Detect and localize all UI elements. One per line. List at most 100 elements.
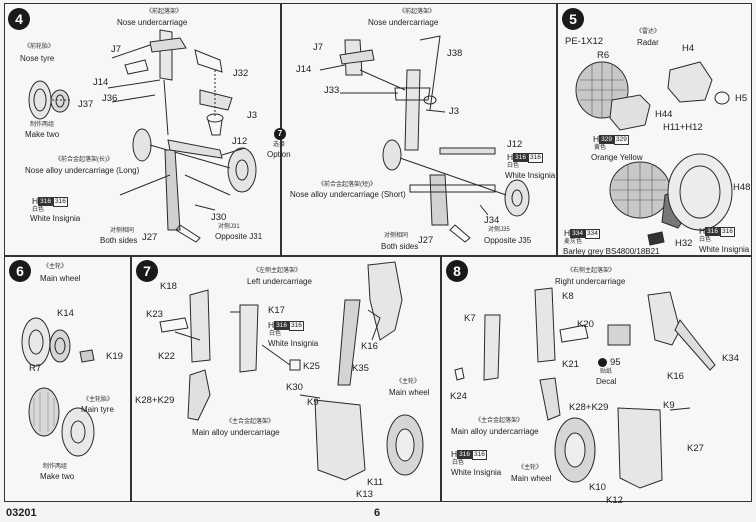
- both-sides-zh-4b: 对侧相同: [384, 233, 409, 239]
- kit-code: 03201: [6, 507, 37, 519]
- step4-title: Nose undercarriage: [117, 18, 188, 27]
- option-badge: 7: [274, 128, 286, 140]
- alloy-long-zh: 《前合金起落架(长)》: [55, 157, 113, 163]
- paint-white-zh-4b: 白色: [507, 163, 520, 169]
- opposite-j35-zh: 对侧J35: [488, 227, 510, 233]
- part-K23: K23: [146, 309, 163, 320]
- paint-white-label: White Insignia: [30, 214, 81, 223]
- part-PE-1X12: PE-1X12: [565, 36, 604, 47]
- part-J37: J37: [78, 99, 94, 110]
- both-sides-label: Both sides: [100, 236, 138, 245]
- paint-white-label-8: White Insignia: [451, 468, 502, 477]
- make-two-zh-6: 制作两组: [43, 464, 68, 470]
- part-J14: J14: [93, 77, 109, 88]
- part-H4: H4: [682, 43, 695, 54]
- option-zh: 选择: [273, 142, 286, 148]
- paint-white-label-4b: White Insignia: [505, 171, 556, 180]
- part-K28-K29-8: K28+K29: [569, 402, 609, 413]
- step4b-title: Nose undercarriage: [368, 18, 439, 27]
- main-wheel-label-7: Main wheel: [389, 388, 430, 397]
- step4b-title-zh: 《前起落架》: [399, 9, 436, 15]
- part-K16: K16: [361, 341, 378, 352]
- decal-number: 95: [610, 357, 621, 368]
- part-J32: J32: [233, 68, 249, 79]
- part-J7-4b: J7: [313, 42, 324, 53]
- part-J30: J30: [211, 212, 227, 223]
- decal-zh: 贴纸: [600, 369, 613, 375]
- paint-white-zh-8: 白色: [452, 460, 465, 466]
- make-two-zh: 制作两组: [30, 122, 55, 128]
- part-K11: K11: [367, 477, 384, 488]
- page-number: 6: [374, 507, 381, 519]
- main-tyre-zh: 《主轮胎》: [83, 397, 114, 403]
- part-K20: K20: [577, 319, 594, 330]
- part-K24: K24: [450, 391, 467, 402]
- part-H44: H44: [655, 109, 673, 120]
- alloy-short-label: Nose alloy undercarriage (Short): [290, 190, 406, 199]
- make-two-label: Make two: [25, 130, 60, 139]
- part-K13: K13: [356, 489, 373, 500]
- nose-alloy-long-drawing: [119, 128, 257, 243]
- part-K14: K14: [57, 308, 74, 319]
- part-K16-8: K16: [667, 371, 684, 382]
- part-R6: R6: [597, 50, 610, 61]
- main-wheel-drawing: [21, 317, 95, 457]
- part-K27: K27: [687, 443, 704, 454]
- opposite-j35-label: Opposite J35: [484, 236, 532, 245]
- part-J36: J36: [102, 93, 118, 104]
- step-8-badge: 8: [446, 260, 468, 282]
- left-undercarriage-drawing: [159, 261, 424, 481]
- part-J33: J33: [324, 85, 340, 96]
- opposite-j31-label: Opposite J31: [215, 232, 263, 241]
- decal-icon: [598, 358, 607, 367]
- step6-panel: [4, 256, 131, 502]
- right-uc-label: Right undercarriage: [555, 277, 626, 286]
- paint-white-zh-5: 白色: [699, 237, 712, 243]
- part-K22: K22: [158, 351, 175, 362]
- alloy-main-label: Main alloy undercarriage: [192, 428, 280, 437]
- radar-zh: 《雷达》: [636, 29, 661, 35]
- part-J27-4b: J27: [418, 235, 434, 246]
- part-K30: K30: [286, 382, 303, 393]
- step-5-badge: 5: [562, 8, 584, 30]
- radar-label: Radar: [637, 38, 659, 47]
- paint-orange-zh: 黄色: [594, 145, 607, 151]
- right-undercarriage-drawing: [454, 287, 716, 489]
- part-J38: J38: [447, 48, 463, 59]
- paint-barley-zh: 麦灰色: [564, 239, 583, 245]
- both-sides-label-4b: Both sides: [381, 242, 419, 251]
- left-uc-zh: 《左侧主起落架》: [253, 268, 302, 274]
- opposite-j31-zh: 对侧J31: [218, 224, 240, 230]
- part-J27: J27: [142, 232, 158, 243]
- alloy-main-zh: 《主合金起落架》: [226, 419, 275, 425]
- part-J12: J12: [232, 136, 248, 147]
- alloy-main-zh-8: 《主合金起落架》: [475, 418, 524, 424]
- main-wheel-zh-7: 《主轮》: [396, 379, 421, 385]
- part-K9-8: K9: [663, 400, 675, 411]
- main-wheel-zh-8: 《主轮》: [518, 465, 543, 471]
- option-label: Option: [267, 150, 291, 159]
- main-wheel-zh: 《主轮》: [43, 264, 68, 270]
- part-K21: K21: [562, 359, 579, 370]
- main-wheel-label-8: Main wheel: [511, 474, 552, 483]
- paint-white-label-5: White Insignia: [699, 245, 750, 254]
- part-H32: H32: [675, 238, 693, 249]
- step-7-badge: 7: [136, 260, 158, 282]
- alloy-long-label: Nose alloy undercarriage (Long): [25, 166, 140, 175]
- part-K7: K7: [464, 313, 476, 324]
- part-K10: K10: [589, 482, 606, 493]
- part-K12: K12: [606, 495, 623, 506]
- nose-alloy-short-drawing: [382, 139, 530, 243]
- nose-tyre-zh: 《前轮胎》: [24, 44, 55, 50]
- part-H11-H12: H11+H12: [663, 122, 703, 133]
- paint-white-label-7: White Insignia: [268, 339, 319, 348]
- part-H48: H48: [733, 182, 751, 193]
